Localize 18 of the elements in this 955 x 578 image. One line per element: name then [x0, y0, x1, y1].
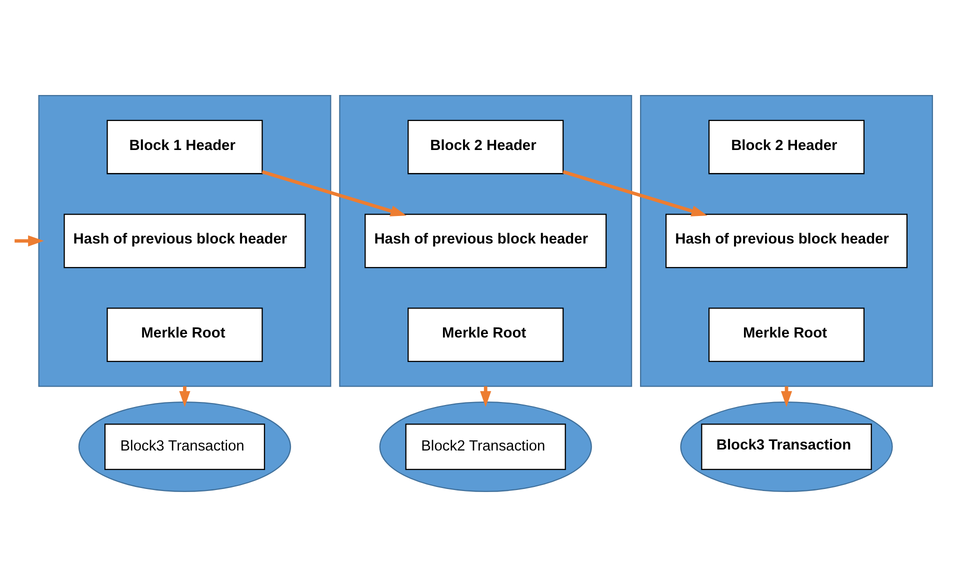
node-box: Hash of previous block header — [64, 214, 306, 268]
cluster — [38, 95, 332, 387]
node-ellipse: Block3 Transaction — [680, 402, 893, 492]
node-box: Block 2 Header — [708, 120, 865, 174]
arrow — [262, 170, 406, 216]
arrow — [562, 170, 708, 216]
cluster — [339, 95, 632, 387]
node-box: Block 1 Header — [106, 120, 263, 174]
node-ellipse: Block3 Transaction — [78, 402, 292, 492]
node-box: Merkle Root — [708, 308, 865, 362]
cluster — [640, 95, 933, 387]
node-box: Block 2 Header — [408, 120, 564, 174]
node-box: Merkle Root — [106, 308, 263, 362]
node-box: Merkle Root — [408, 308, 564, 362]
node-box: Hash of previous block header — [665, 214, 908, 268]
node-ellipse: Block2 Transaction — [379, 402, 592, 492]
node-box: Hash of previous block header — [364, 214, 607, 268]
arrow — [14, 235, 44, 246]
